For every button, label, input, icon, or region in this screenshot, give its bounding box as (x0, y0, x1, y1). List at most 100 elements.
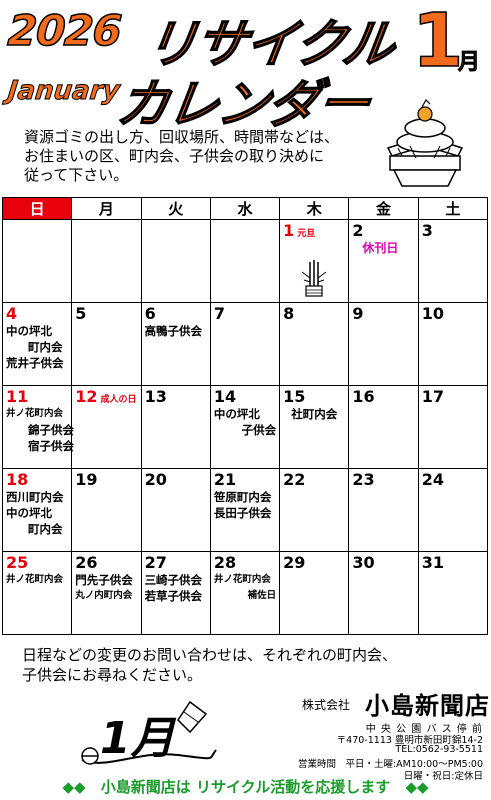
company-tel: TEL:0562-93-5511 (395, 744, 483, 755)
intro-line: 資源ゴミの出し方、回収場所、時間帯などは、 (24, 128, 340, 146)
diamond-icon: ◆◆ (62, 778, 86, 796)
calendar-empty-cell (1, 219, 73, 303)
company-hours: 営業時間 平日・土曜:AM10:00～PM5:00 (297, 759, 483, 770)
calendar-empty-cell (140, 219, 211, 303)
day-number: 19 (75, 470, 98, 489)
day-number: 28 (213, 553, 237, 572)
day-number: 3 (421, 221, 433, 240)
day-number: 15 (283, 387, 306, 406)
calendar-day-20: 20 (140, 468, 211, 552)
holiday-label: 成人の日 (100, 395, 137, 405)
calendar-day-22: 22 (279, 468, 350, 552)
day-number: 8 (283, 304, 295, 323)
day-number: 11 (6, 387, 29, 406)
calendar-event: 井ノ花町内会 (6, 574, 64, 585)
day-number: 2 (352, 221, 364, 240)
calendar-day-17: 17 (417, 385, 489, 469)
day-number: 13 (144, 387, 167, 406)
day-number: 9 (352, 304, 364, 323)
calendar-empty-cell (209, 219, 281, 303)
day-number: 30 (352, 553, 375, 572)
calendar-event: 三崎子供会 (144, 573, 203, 587)
calendar-day-9: 9 (348, 302, 419, 386)
tagline-text: 小島新聞店は リサイクル活動を応援します (100, 778, 391, 796)
intro-line: お住まいの区、町内会、子供会の取り決めに (24, 147, 325, 165)
day-number: 16 (352, 387, 375, 406)
intro-text: 資源ゴミの出し方、回収場所、時間帯などは、 お住まいの区、町内会、子供会の取り決… (24, 128, 374, 185)
notice-line: 子供会にお尋ねください。 (22, 666, 203, 684)
day-number: 31 (421, 553, 444, 572)
calendar-event: 門先子供会 (75, 573, 133, 587)
kadomatsu-icon (301, 260, 327, 297)
calendar-event: 若草子供会 (144, 589, 203, 603)
day-number: 29 (283, 553, 306, 572)
calendar-day-5: 5 (71, 302, 142, 386)
day-number: 25 (6, 553, 29, 572)
calendar-title: カレンダー (112, 74, 372, 136)
calendar-event: 町内会 (28, 340, 63, 354)
day-number: 26 (75, 553, 98, 572)
calendar-event: 社町内会 (291, 407, 338, 421)
weekday-tue: 火 (140, 197, 211, 220)
calendar-event: 丸ノ内町内会 (75, 590, 133, 601)
day-number: 7 (213, 304, 225, 323)
calendar-event: 長田子供会 (213, 506, 272, 520)
calendar-event: 錦子供会 (28, 423, 74, 437)
calendar-day-30: 30 (348, 551, 419, 635)
day-number: 14 (213, 387, 237, 406)
calendar-event: 笹原町内会 (213, 490, 272, 504)
day-number: 6 (144, 304, 156, 323)
weekday-mon: 月 (71, 197, 142, 220)
calendar-event: 子供会 (241, 423, 277, 437)
weekday-sun: 日 (1, 197, 73, 220)
kagami-mochi-icon (386, 99, 464, 187)
calendar-event: 井ノ花町内会 (213, 574, 271, 585)
day-number: 18 (6, 470, 29, 489)
day-number: 10 (421, 304, 444, 323)
new-year-koma-graphic (81, 700, 217, 765)
company-address: 〒470-1113 豊明市新田町錦14-2 (336, 735, 483, 746)
intro-line: 従って下さい。 (24, 166, 129, 184)
month-suffix: 月 (458, 50, 481, 76)
diamond-icon: ◆◆ (405, 778, 429, 796)
calendar-day-19: 19 (71, 468, 142, 552)
calendar-day-23: 23 (348, 468, 419, 552)
calendar-event: 荒井子供会 (6, 356, 64, 370)
calendar-event: 中の坪北 (6, 324, 52, 338)
calendar-event: 町内会 (28, 522, 63, 536)
calendar-event: 宿子供会 (28, 439, 74, 453)
calendar-day-7: 7 (209, 302, 281, 386)
weekday-sat: 土 (417, 197, 489, 220)
calendar-empty-cell (71, 219, 142, 303)
calendar-event: 中の坪北 (6, 506, 52, 520)
calendar-day-29: 29 (279, 551, 350, 635)
month-number: 1 (411, 0, 464, 85)
company-location: 中 央 公 園 バ ス 停 前 (365, 724, 483, 735)
company-name: 小島新聞店 (365, 692, 490, 720)
day-number: 5 (75, 304, 87, 323)
day-number: 20 (144, 470, 167, 489)
company-prefix: 株式会社 (302, 698, 351, 712)
weekday-wed: 水 (209, 197, 281, 220)
calendar-day-8: 8 (279, 302, 350, 386)
calendar-day-25: 25 井ノ花町内会 (1, 551, 73, 635)
day-number: 4 (6, 304, 18, 323)
calendar-event: 西川町内会 (6, 490, 64, 504)
holiday-label: 元旦 (297, 229, 316, 239)
calendar-day-24: 24 (417, 468, 489, 552)
day-number: 17 (421, 387, 444, 406)
